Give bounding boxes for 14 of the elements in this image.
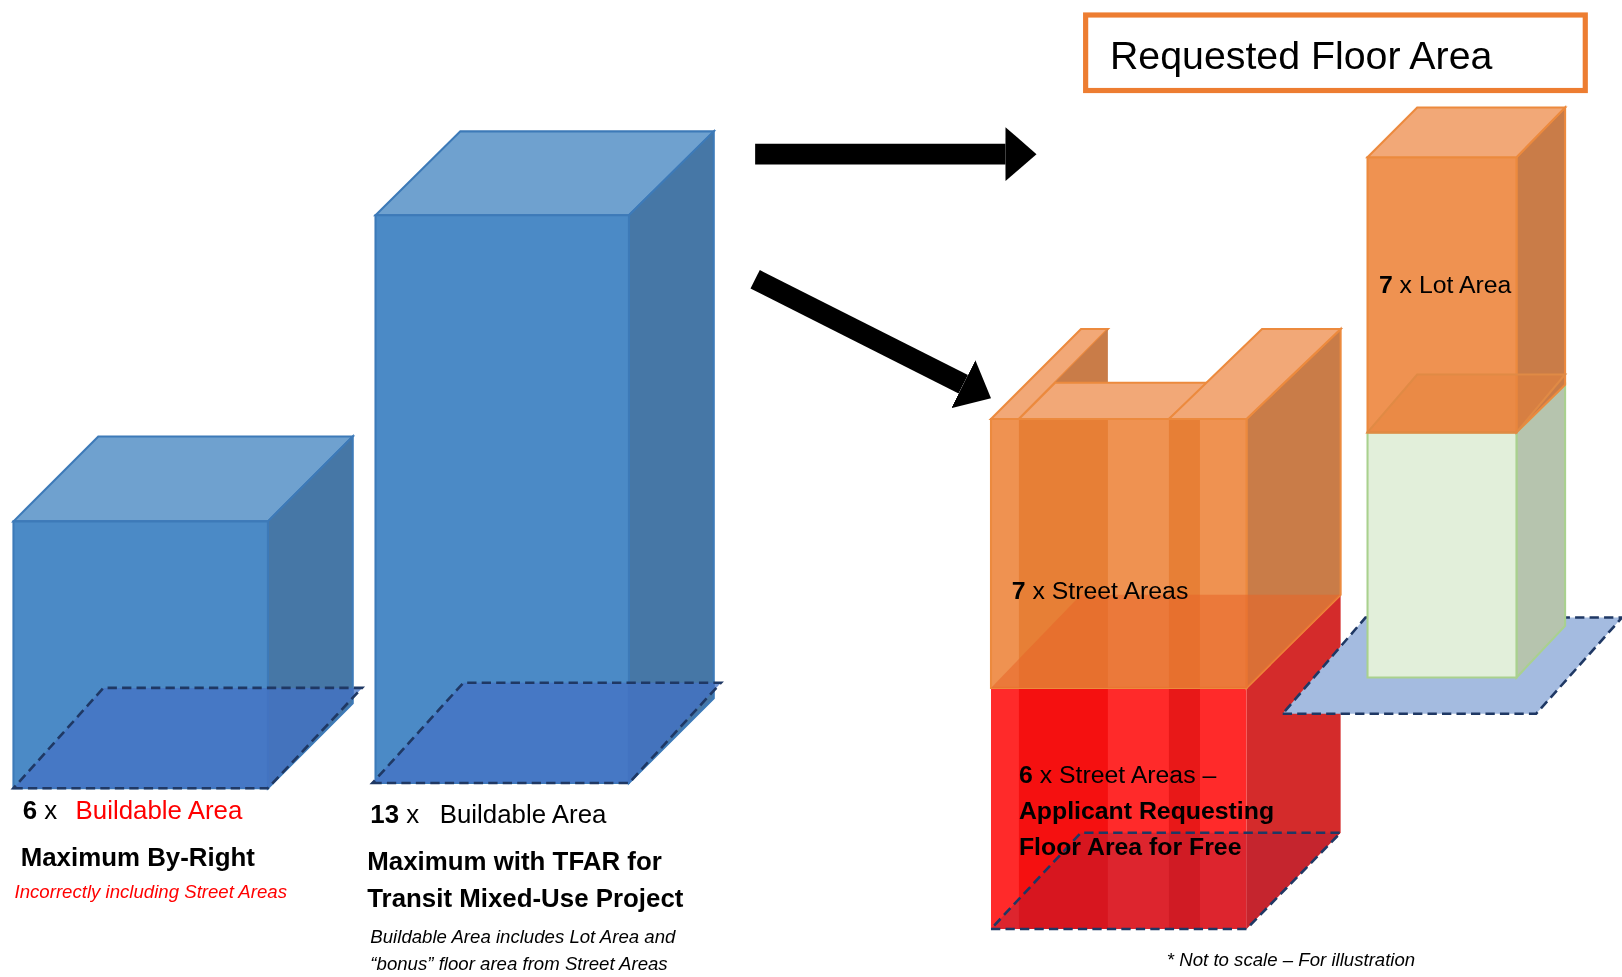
area-text: 7 x Lot Area [1378, 270, 1512, 300]
area-text: Buildable Area [75, 794, 243, 826]
multiplier-text: 13 x [370, 798, 420, 830]
multiplier-text: 6 x [22, 794, 58, 826]
area-text: 6 x Street Areas – Applicant Requesting Floor Area for Free [1018, 759, 1276, 863]
note-text: Incorrectly including Street Areas [14, 881, 287, 904]
scenario-title: Maximum By-Right [20, 841, 255, 873]
note-text: Buildable Area includes Lot Area and “bonus” floor area from Street Areas [370, 925, 677, 977]
scenario-title: Maximum with TFAR for Transit Mixed-Use Project [367, 845, 685, 915]
footnote-text: * Not to scale – For illustration [1166, 949, 1416, 972]
area-text: 7 x Street Areas [1011, 576, 1189, 606]
heading-box [1083, 12, 1588, 94]
area-text: Buildable Area [439, 798, 607, 830]
heading-text: Requested Floor Area [1109, 33, 1493, 80]
